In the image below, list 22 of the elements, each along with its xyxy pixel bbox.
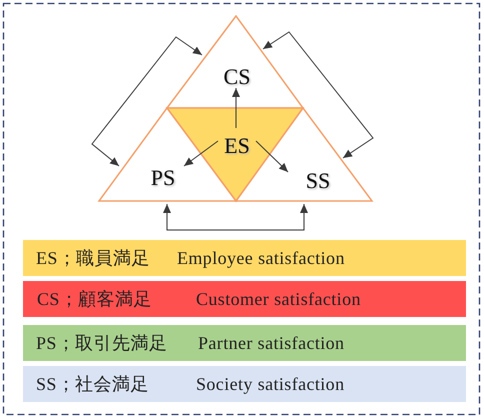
term-label: SS；社会満足	[36, 373, 149, 396]
term-label: ES；職員満足	[36, 247, 150, 270]
triangle-label: CS	[224, 66, 250, 88]
meaning-label: Society satisfaction	[196, 373, 344, 396]
triangle-label: SS	[306, 170, 330, 192]
meaning-label: Customer satisfaction	[196, 288, 361, 311]
key-band	[23, 366, 466, 402]
arrow	[232, 88, 240, 128]
arrow	[256, 140, 288, 172]
meaning-label: Employee satisfaction	[177, 247, 345, 270]
meaning-label: Partner satisfaction	[198, 332, 344, 355]
key-band	[23, 240, 466, 276]
triangle-label: PS	[150, 167, 176, 189]
arrow	[184, 140, 218, 166]
key-band	[23, 281, 466, 317]
double-arrow	[91, 36, 202, 166]
double-arrow	[163, 204, 308, 230]
triangle-label: ES	[224, 135, 250, 157]
term-label: PS；取引先満足	[36, 332, 168, 355]
double-arrow	[262, 31, 374, 158]
key-band	[23, 325, 466, 361]
term-label: CS；顧客満足	[37, 288, 152, 311]
